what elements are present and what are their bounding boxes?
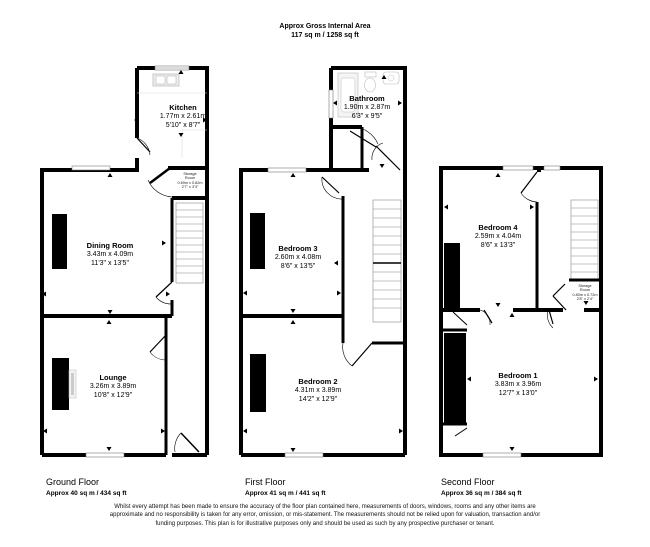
room-name: Room [579, 288, 591, 293]
room-imperial: 11'3" x 13'5" [91, 260, 129, 267]
room-name: Bedroom 2 [298, 377, 338, 386]
room-name: Bedroom 1 [498, 371, 538, 380]
room-name: Storage [578, 284, 592, 288]
room-imperial: 5'10" x 8'7" [165, 122, 201, 129]
room-name: Storage [183, 172, 197, 176]
room-name: Room [184, 176, 196, 181]
room-label-kitchen: Kitchen 1.77m x 2.61m 5'10" x 8'7" [160, 103, 206, 130]
room-metric: 3.43m x 4.09m [86, 251, 134, 258]
room-label-bedroom-3: Bedroom 3 2.60m x 4.08m 8'6" x 13'5" [275, 244, 321, 271]
room-label-dining-room: Dining Room 3.43m x 4.09m 11'3" x 13'5" [87, 241, 134, 268]
floor-title-second: Second Floor [441, 477, 495, 487]
room-name: Bathroom [349, 94, 385, 103]
floor-title-first: First Floor [245, 477, 286, 487]
room-imperial: 8'6" x 13'5" [280, 263, 316, 270]
room-label-bedroom-2: Bedroom 2 4.31m x 3.89m 14'2" x 12'9" [295, 377, 341, 404]
room-label-storage-second: Storage Room 0.80m x 0.72m 2'8" x 2'4" [572, 284, 597, 302]
room-name: Bedroom 3 [278, 244, 318, 253]
room-name: Kitchen [169, 103, 197, 112]
room-imperial: 14'2" x 12'9" [298, 396, 338, 403]
room-imperial: 8'6" x 13'3" [480, 242, 516, 249]
floor-area-second: Approx 36 sq m / 384 sq ft [441, 490, 522, 497]
room-label-bedroom-4: Bedroom 4 2.59m x 4.04m 8'6" x 13'3" [475, 223, 521, 250]
room-metric: 3.26m x 3.89m [89, 383, 137, 390]
room-name: Dining Room [86, 241, 134, 250]
ground-floor-plan [40, 65, 209, 458]
gross-area-header: Approx Gross Internal Area 117 sq m / 12… [0, 22, 650, 40]
floor-title-ground: Ground Floor [46, 477, 100, 487]
disclaimer-text: Whilst every attempt has been made to en… [109, 504, 541, 527]
room-imperial: 12'7" x 13'0" [498, 390, 538, 397]
room-imperial: 2'8" x 2'4" [576, 297, 594, 302]
room-metric: 1.90m x 2.87m [343, 104, 391, 111]
floor-area-first: Approx 41 sq m / 441 sq ft [245, 490, 326, 497]
room-label-bedroom-1: Bedroom 1 3.83m x 3.96m 12'7" x 13'0" [495, 371, 541, 398]
room-metric: 2.59m x 4.04m [474, 233, 522, 240]
gross-area-title: Approx Gross Internal Area [279, 23, 371, 30]
second-floor-plan [439, 165, 603, 458]
room-metric: 1.77m x 2.61m [159, 113, 207, 120]
room-imperial: 6'3" x 9'5" [351, 113, 383, 120]
floor-area-ground: Approx 40 sq m / 434 sq ft [46, 490, 127, 497]
room-metric: 4.31m x 3.89m [294, 387, 342, 394]
room-name: Lounge [99, 373, 127, 382]
room-label-storage-ground: Storage Room 0.69m x 0.82m 2'7" x 3'3" [177, 172, 202, 190]
room-metric: 3.83m x 3.96m [494, 381, 542, 388]
first-floor-plan [239, 66, 407, 458]
room-label-lounge: Lounge 3.26m x 3.89m 10'8" x 12'9" [90, 373, 136, 400]
room-imperial: 2'7" x 3'3" [181, 185, 199, 190]
room-metric: 2.60m x 4.08m [274, 254, 322, 261]
room-label-bathroom: Bathroom 1.90m x 2.87m 6'3" x 9'5" [344, 94, 390, 121]
room-imperial: 10'8" x 12'9" [93, 392, 133, 399]
room-name: Bedroom 4 [478, 223, 518, 232]
room-metric: 0.69m x 0.82m [177, 180, 203, 185]
room-metric: 0.80m x 0.72m [572, 292, 598, 297]
gross-area-value: 117 sq m / 1258 sq ft [291, 32, 359, 39]
